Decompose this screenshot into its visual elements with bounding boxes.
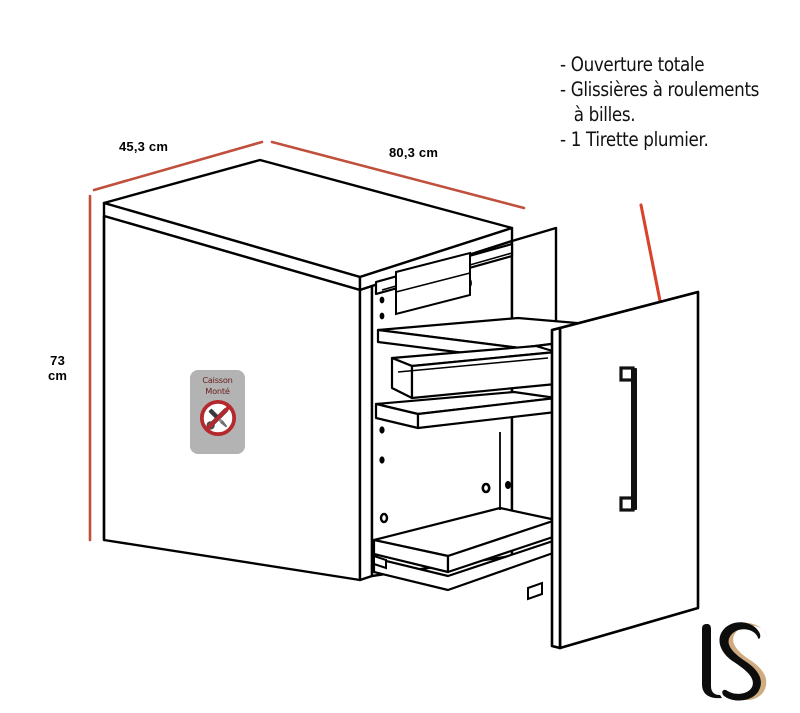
dimension-label-height: 73 cm: [48, 353, 67, 383]
logo-accent-stroke: [725, 622, 767, 700]
cabinet-door-open: [550, 290, 700, 650]
bracket-top-line: [395, 272, 471, 293]
hinge-brackets: [373, 251, 543, 601]
badge-line-1: Caisson: [202, 375, 233, 385]
badge-line-2: Monté: [205, 385, 230, 396]
middle-shelf-back-line: [417, 397, 557, 415]
bracket-top: [395, 251, 471, 316]
handle-bracket-bottom: [619, 496, 635, 512]
feature-bullet-2: -: [560, 78, 566, 101]
cabinet-inner-side-panel: [358, 284, 374, 582]
dimension-line-width: [270, 140, 526, 210]
feature-list: - Ouverture totale - Glissières à roulem…: [560, 52, 800, 152]
dimension-height-unit: cm: [48, 368, 68, 383]
feature-text-3: à billes.: [573, 103, 636, 126]
dimension-lines: [88, 140, 526, 542]
feature-item-4: - 1 Tirette plumier.: [560, 127, 766, 152]
handle-bracket-top: [619, 366, 635, 382]
feature-item-3: à billes.: [560, 102, 766, 127]
base-panel: [372, 506, 558, 592]
door-edge-thickness: [550, 326, 562, 650]
middle-shelf: [374, 390, 558, 430]
tray-runner-line: [397, 357, 549, 373]
feature-text-4: 1 Tirette plumier.: [570, 128, 709, 151]
door-top-edge-line: [551, 290, 699, 332]
feature-bullet-4: -: [560, 128, 566, 151]
logo-letter-l: [702, 624, 722, 699]
door-face: [558, 290, 700, 650]
dimension-height-value: 73: [50, 353, 66, 368]
door-handle: [619, 366, 637, 512]
ls-logo: [702, 622, 767, 701]
bracket-base-right: [527, 581, 543, 601]
no-tools-icon: [199, 399, 236, 437]
caisson-monte-badge: Caisson Monté: [190, 370, 245, 454]
feature-item-2: - Glissières à roulements: [560, 77, 766, 102]
feature-bullet-1: -: [560, 53, 566, 76]
bracket-base-left: [373, 554, 387, 570]
pull-out-pencil-tray: [390, 344, 558, 400]
dimension-line-depth: [92, 140, 264, 192]
feature-text-1: Ouverture totale: [570, 53, 705, 76]
dimension-label-depth: 45,3 cm: [119, 139, 169, 154]
dimension-label-width: 80,3 cm: [389, 145, 439, 160]
logo-letter-s: [719, 622, 761, 701]
feature-text-2: Glissières à roulements: [570, 78, 760, 101]
feature-item-1: - Ouverture totale: [560, 52, 766, 77]
